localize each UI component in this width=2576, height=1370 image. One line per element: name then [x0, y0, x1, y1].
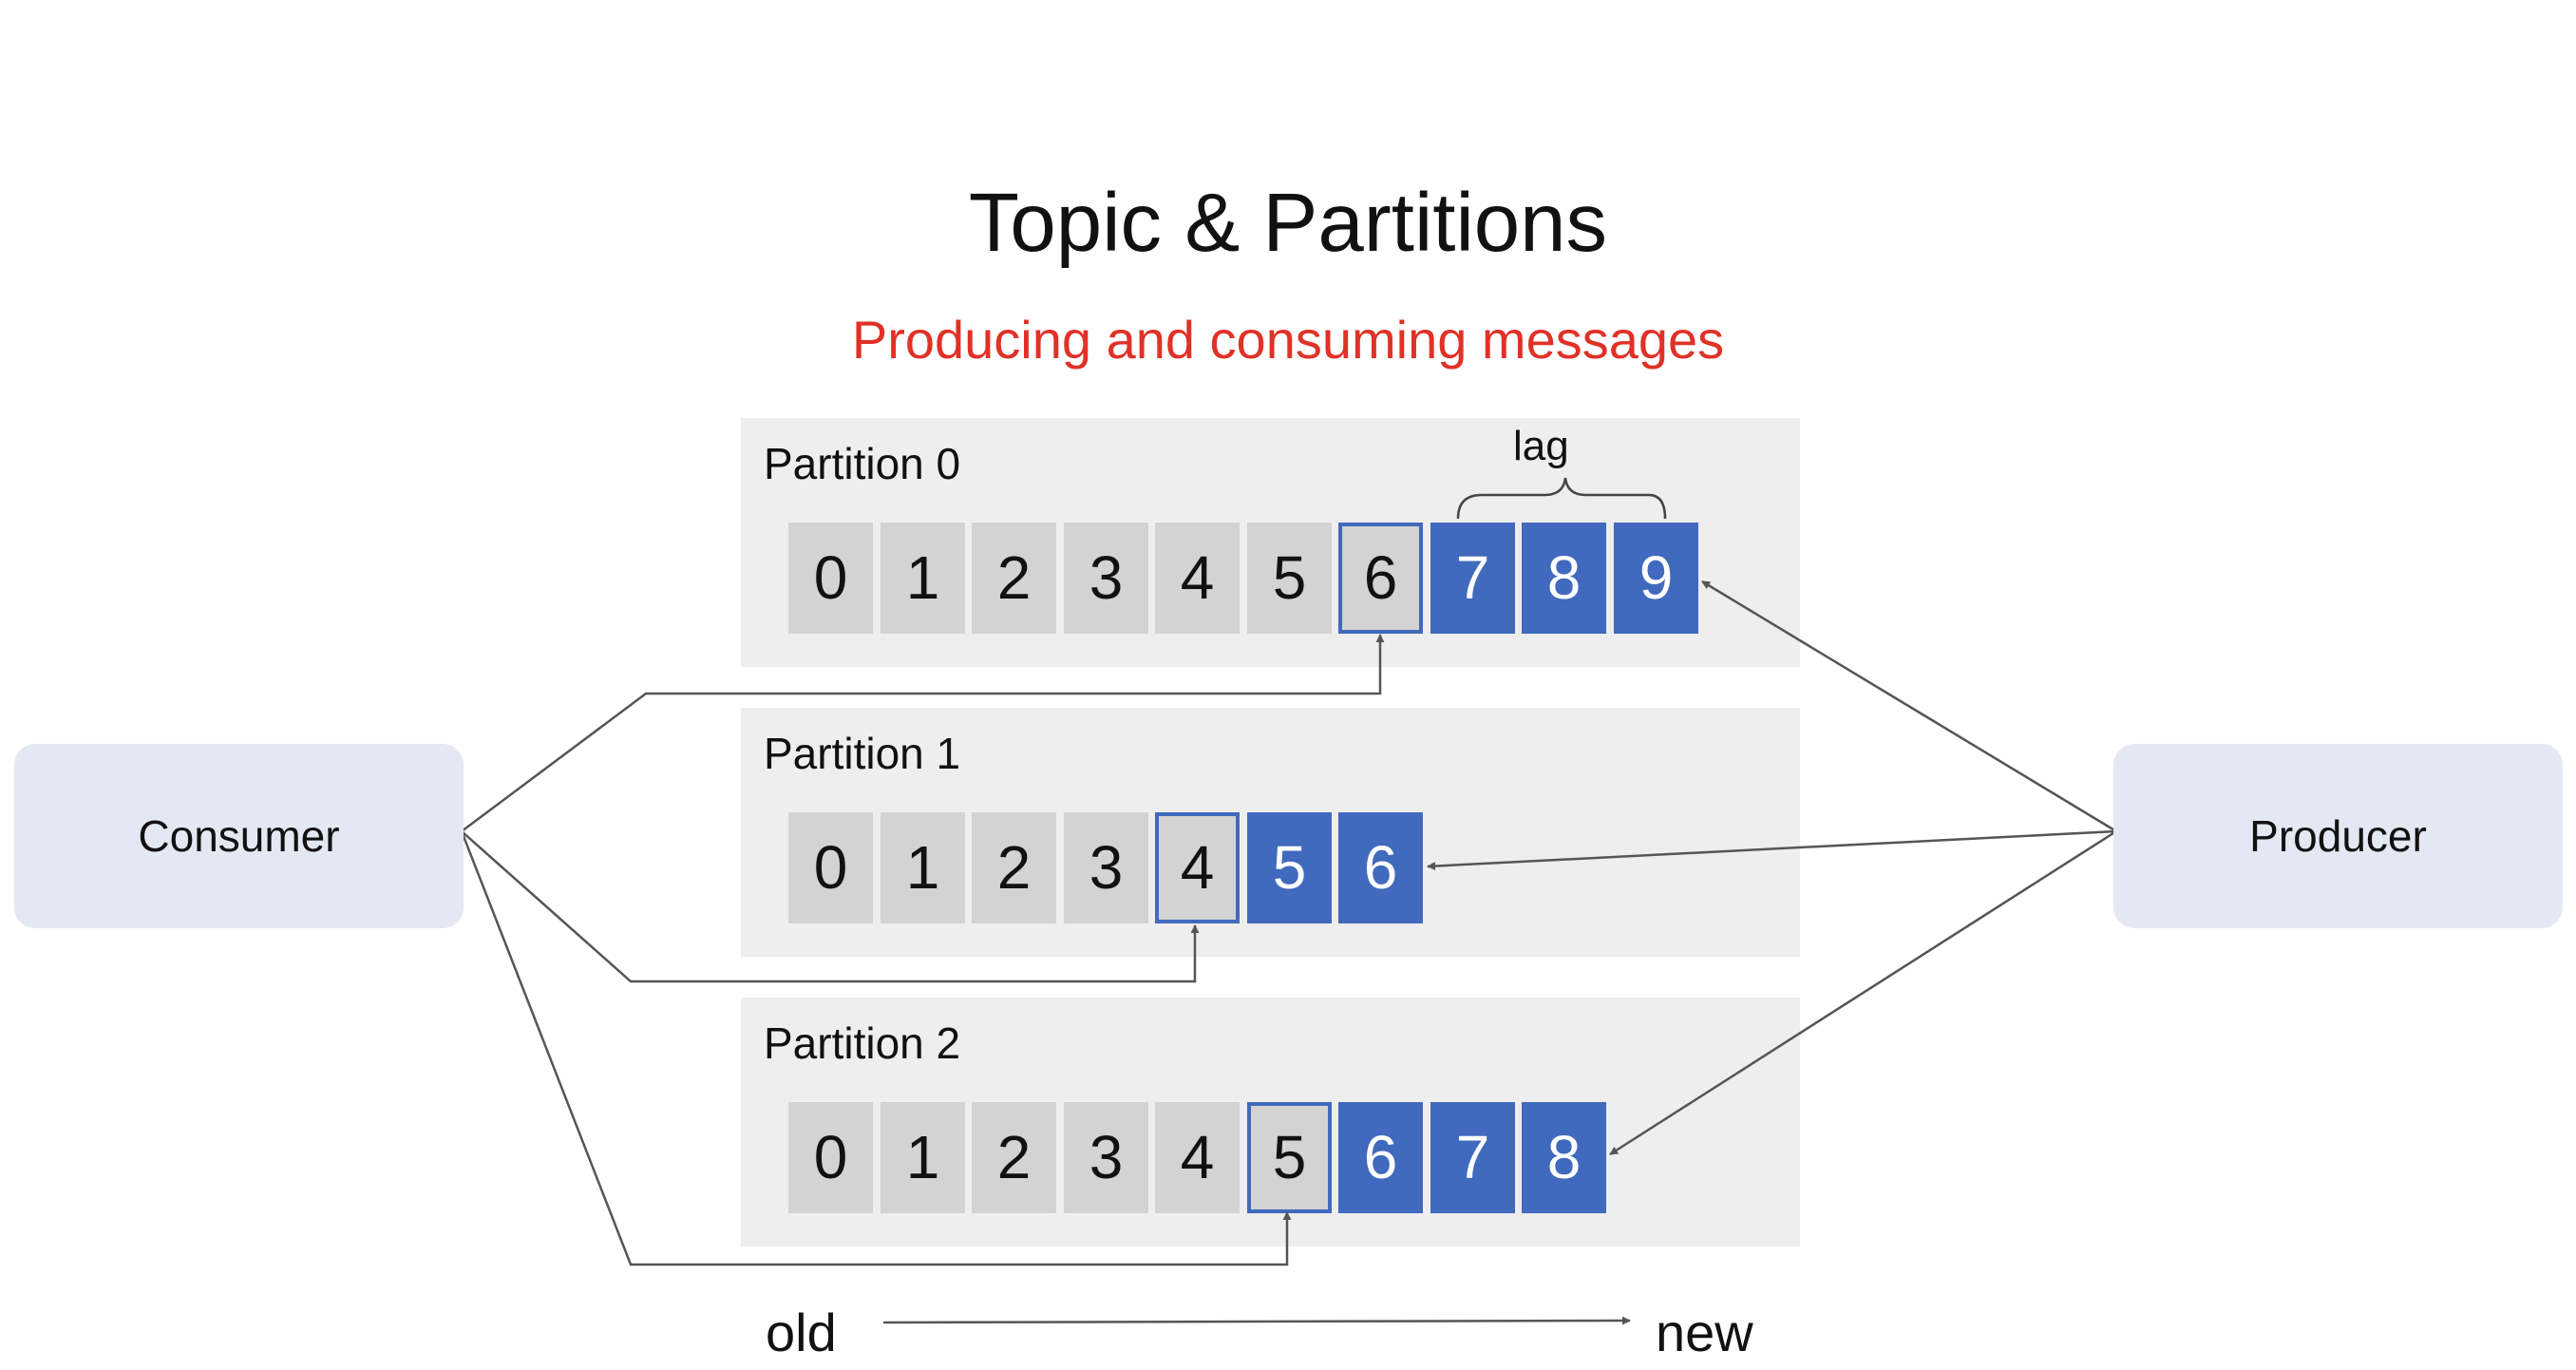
- message-cell: 2: [972, 812, 1056, 923]
- message-cell: 1: [881, 812, 965, 923]
- partition-label: Partition 1: [764, 729, 961, 778]
- producer-to-partition-0: [1701, 580, 2117, 833]
- message-cell: 0: [788, 812, 873, 923]
- message-cell: 1: [881, 1102, 965, 1213]
- axis-old-label: old: [766, 1303, 837, 1362]
- message-cell: 3: [1064, 1102, 1148, 1213]
- lag-label: lag: [1513, 423, 1569, 469]
- message-cell: 7: [1430, 1102, 1515, 1213]
- partition-label: Partition 0: [764, 439, 961, 488]
- message-cell: 5: [1247, 812, 1332, 923]
- diagram-subtitle: Producing and consuming messages: [851, 310, 1725, 370]
- producer-box: Producer: [2113, 744, 2563, 928]
- message-cell: 6: [1338, 1102, 1423, 1213]
- axis-new-label: new: [1656, 1303, 1753, 1362]
- message-cell: 9: [1614, 523, 1698, 634]
- message-cell-consumer-offset: 6: [1338, 523, 1423, 634]
- message-cell: 7: [1430, 523, 1515, 634]
- message-cell: 0: [788, 523, 873, 634]
- message-cell: 4: [1155, 1102, 1240, 1213]
- diagram-title: Topic & Partitions: [968, 177, 1608, 269]
- message-cell-consumer-offset: 5: [1247, 1102, 1332, 1213]
- lag-brace: [1456, 477, 1667, 520]
- message-cell: 2: [972, 1102, 1056, 1213]
- message-cell-consumer-offset: 4: [1155, 812, 1240, 923]
- message-cell: 8: [1522, 1102, 1606, 1213]
- consumer-to-partition-1-offset: [461, 830, 1200, 983]
- consumer-to-partition-2-offset: [460, 830, 1292, 1266]
- message-cell: 4: [1155, 523, 1240, 634]
- message-cell: 3: [1064, 812, 1148, 923]
- message-cell: 1: [881, 523, 965, 634]
- partition-label: Partition 2: [764, 1018, 961, 1068]
- old-to-new-arrow: [882, 1316, 1631, 1325]
- message-cell: 5: [1247, 523, 1332, 634]
- message-cell: 3: [1064, 523, 1148, 634]
- consumer-to-partition-0-offset: [461, 634, 1385, 833]
- message-cell: 6: [1338, 812, 1423, 923]
- producer-to-partition-1: [1427, 829, 2117, 871]
- message-cell: 0: [788, 1102, 873, 1213]
- message-cell: 8: [1522, 523, 1606, 634]
- consumer-box: Consumer: [14, 744, 464, 928]
- producer-to-partition-2: [1609, 829, 2117, 1156]
- message-cell: 2: [972, 523, 1056, 634]
